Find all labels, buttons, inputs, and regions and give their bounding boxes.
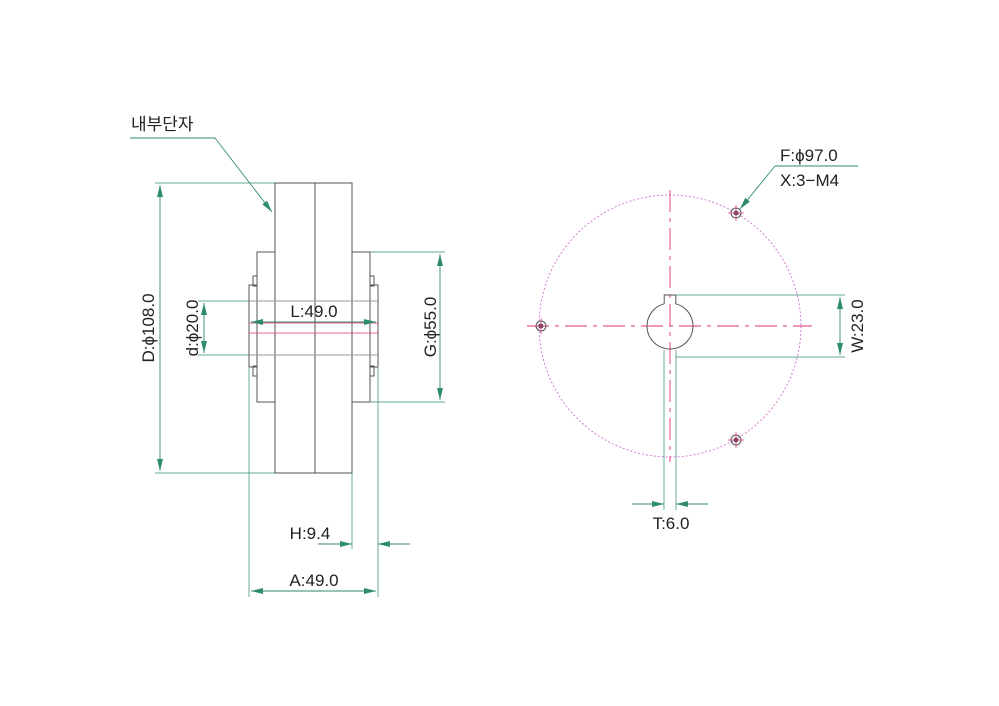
front-dimension-lines bbox=[632, 297, 843, 507]
side-view: 내부단자 D:ϕ108.0 d:ϕ20.0 L:49.0 G:ϕ55.0 H:9… bbox=[130, 115, 445, 597]
hole-center-marks bbox=[533, 205, 744, 448]
bore-center-lines bbox=[249, 322, 378, 334]
mounting-holes bbox=[535, 207, 742, 446]
front-extension-lines bbox=[663, 294, 845, 510]
dimension-lines bbox=[157, 185, 443, 594]
bore-with-keyway bbox=[646, 294, 694, 350]
callout-leader bbox=[130, 137, 273, 213]
dimension-label-F: F:ϕ97.0 bbox=[780, 146, 838, 165]
dimension-label-L: L:49.0 bbox=[290, 302, 337, 321]
center-lines bbox=[527, 190, 812, 462]
dimension-label-d: d:ϕ20.0 bbox=[183, 300, 202, 357]
side-view-outline bbox=[248, 182, 379, 474]
dimension-label-W: W:23.0 bbox=[848, 299, 867, 353]
dimension-label-G: G:ϕ55.0 bbox=[421, 297, 440, 358]
hole-callout-leader bbox=[739, 165, 858, 210]
dimension-label-X: X:3−M4 bbox=[780, 171, 839, 190]
front-view: F:ϕ97.0 X:3−M4 W:23.0 T:6.0 bbox=[527, 146, 867, 533]
dimension-label-T: T:6.0 bbox=[653, 514, 690, 533]
callout-label: 내부단자 bbox=[131, 115, 194, 134]
dimension-label-A: A:49.0 bbox=[289, 571, 338, 590]
extension-lines bbox=[155, 182, 445, 597]
dimension-label-D: D:ϕ108.0 bbox=[139, 293, 158, 362]
dimension-label-H: H:9.4 bbox=[290, 524, 331, 543]
